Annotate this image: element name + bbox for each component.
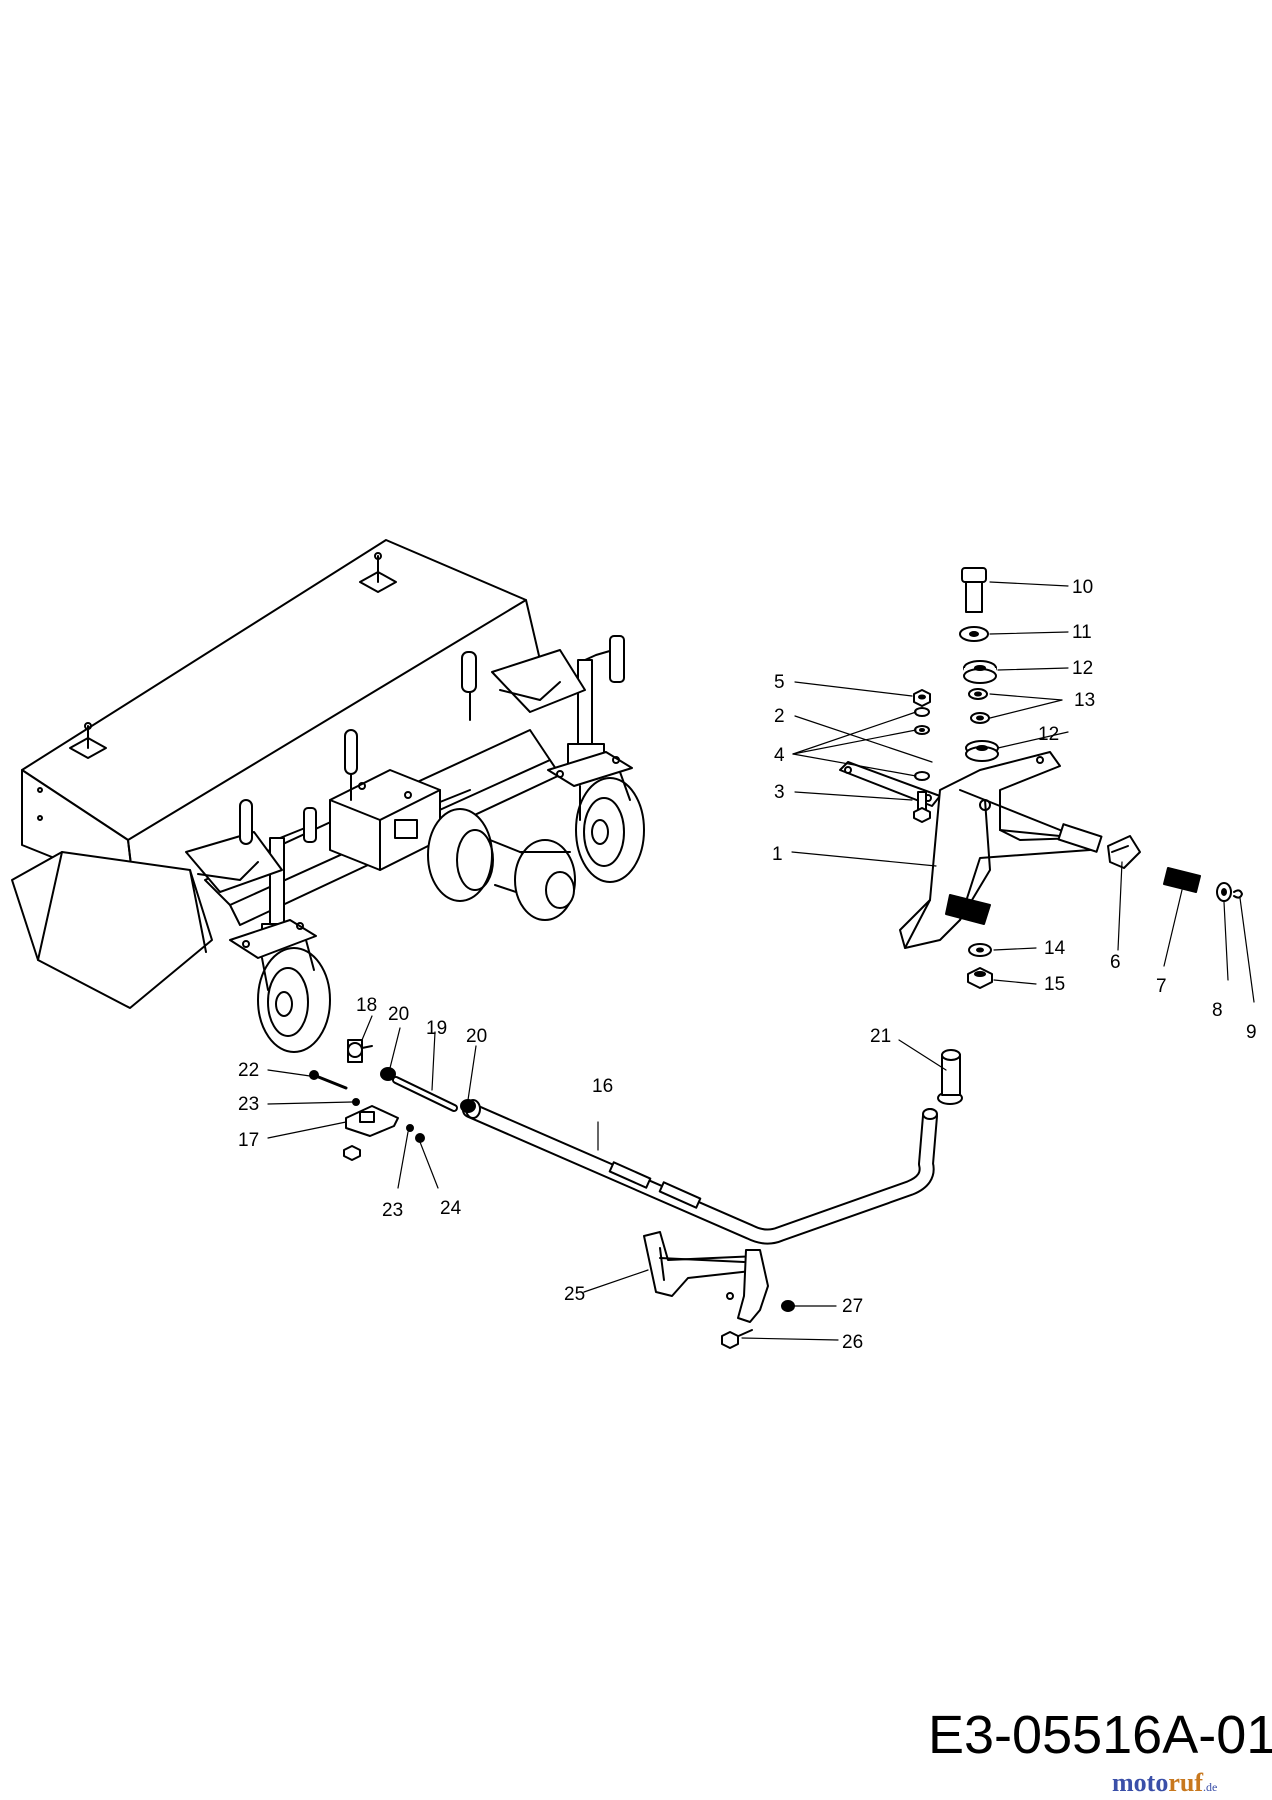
lever-rod-16: [462, 1099, 938, 1245]
watermark-part-a: moto: [1112, 1768, 1169, 1797]
callout-17: 17: [238, 1130, 259, 1151]
stud-spring: [945, 894, 991, 925]
washer-11: [959, 626, 989, 642]
callout-18: 18: [356, 995, 377, 1016]
callout-20-left: 20: [388, 1004, 409, 1025]
pivot-bolt: [961, 567, 987, 613]
nut-24: [415, 1133, 425, 1143]
drawing-number: E3-05516A-01: [928, 1705, 1272, 1765]
callout-12-upper: 12: [1072, 658, 1093, 679]
callout-27: 27: [842, 1296, 863, 1317]
handle-grip-21: [937, 1049, 963, 1105]
site-watermark: motoruf.de: [1112, 1768, 1217, 1798]
callout-10: 10: [1072, 577, 1093, 598]
callout-19: 19: [426, 1018, 447, 1039]
callout-2: 2: [774, 706, 785, 727]
nut-15: [967, 967, 993, 989]
bolt-26: [721, 1329, 753, 1349]
callout-24: 24: [440, 1198, 462, 1219]
spacer-13-lower: [970, 712, 990, 724]
callout-12-lower: 12: [1038, 724, 1059, 745]
rear-caster-wheel: [547, 751, 645, 883]
pivot-bracket: [899, 751, 1103, 949]
nut-5: [913, 689, 931, 707]
washer-8: [1216, 882, 1232, 902]
callout-23-lower: 23: [382, 1200, 403, 1221]
side-shroud: [11, 851, 213, 1009]
callout-9: 9: [1246, 1022, 1257, 1043]
ball-joint-18: [347, 1039, 373, 1063]
height-crank-front: [185, 729, 358, 945]
washer-23-upper: [352, 1098, 360, 1106]
callout-3: 3: [774, 782, 785, 803]
bushing-12-lower: [965, 740, 999, 762]
bolt-3: [913, 791, 931, 823]
callout-21: 21: [870, 1026, 891, 1047]
callout-11: 11: [1072, 622, 1092, 643]
callout-13: 13: [1074, 690, 1095, 711]
height-crank-rear: [461, 635, 625, 765]
front-caster-wheel: [229, 919, 331, 1053]
callout-23-upper: 23: [238, 1094, 259, 1115]
callout-16: 16: [592, 1076, 613, 1097]
washer-14: [968, 943, 992, 957]
bushing-12-upper: [963, 660, 997, 684]
spring-7: [1163, 867, 1201, 893]
watermark-part-b: ruf: [1168, 1768, 1203, 1797]
callout-labels: 1 2 3 4 5 6 7 8 9 10 11 12 12 13 14 15 1…: [238, 577, 1257, 1353]
callout-15: 15: [1044, 974, 1065, 995]
callout-5: 5: [774, 672, 785, 693]
callout-26: 26: [842, 1332, 863, 1353]
pin-19: [392, 1076, 458, 1112]
washers-4: [914, 707, 930, 781]
callout-22: 22: [238, 1060, 259, 1081]
callout-4: 4: [774, 745, 785, 766]
nut-20-right: [460, 1099, 476, 1113]
nut-17-bottom: [343, 1145, 361, 1161]
plate-17: [345, 1105, 399, 1137]
callout-25: 25: [564, 1284, 585, 1305]
clip-6: [1107, 835, 1141, 869]
spacer-13-upper: [968, 688, 988, 700]
lever-bracket-25: [643, 1231, 769, 1323]
callout-6: 6: [1110, 952, 1121, 973]
callout-20-right: 20: [466, 1026, 487, 1047]
leader-lines: [267, 581, 1255, 1341]
drive-pulley: [427, 808, 576, 921]
screw-22: [309, 1070, 348, 1090]
callout-14: 14: [1044, 938, 1066, 959]
washer-23-lower: [406, 1124, 414, 1132]
watermark-suffix: .de: [1203, 1780, 1218, 1794]
callout-1: 1: [772, 844, 783, 865]
sweeper-housing: [21, 539, 541, 891]
callout-7: 7: [1156, 976, 1167, 997]
nut-20-left: [380, 1067, 396, 1081]
nut-27: [781, 1300, 795, 1312]
callout-8: 8: [1212, 1000, 1223, 1021]
ring-9: [1233, 889, 1243, 899]
gearbox: [329, 769, 441, 871]
